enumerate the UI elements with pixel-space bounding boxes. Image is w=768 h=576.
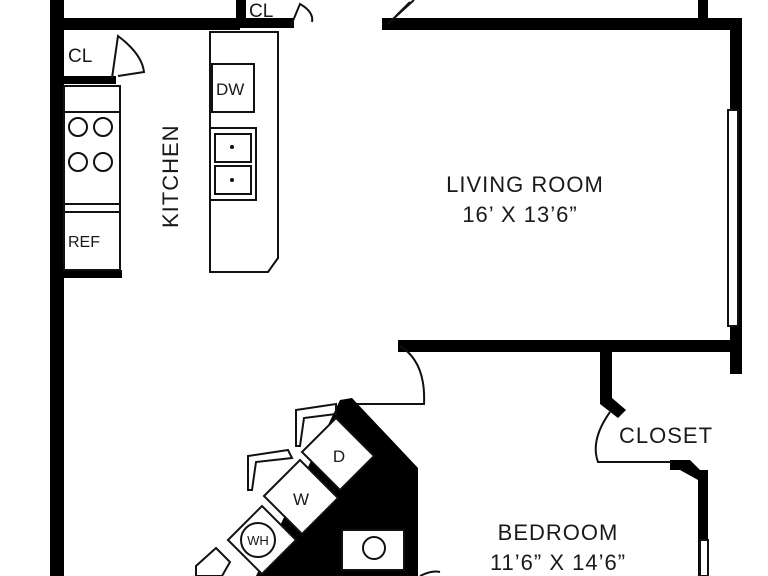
laundry-step — [195, 546, 232, 576]
water-heater — [240, 522, 276, 558]
door-top-entry — [387, 0, 415, 25]
stove — [63, 111, 121, 205]
door-closet-left — [111, 34, 146, 79]
closet-bottom-wall — [670, 460, 704, 480]
laundry-wall-outline-2 — [247, 448, 294, 491]
bedroom-top-wall — [398, 340, 736, 352]
bath-sink — [341, 529, 405, 571]
closet-left-label: CL — [68, 46, 92, 67]
refrigerator-label: REF — [68, 234, 100, 251]
door-bedroom-bottom — [419, 570, 441, 576]
living-room-size: 16’ X 13’6” — [462, 202, 577, 227]
bath-sink-basin — [362, 536, 386, 560]
kitchen-bottom-wall — [50, 270, 122, 278]
washer — [262, 458, 340, 536]
burner-3 — [68, 152, 88, 172]
window-right — [727, 109, 739, 327]
closet-left-wall — [50, 76, 116, 84]
top-left-wall — [50, 18, 240, 30]
refrigerator — [63, 211, 121, 271]
water-heater-box — [226, 504, 298, 576]
burner-1 — [68, 117, 88, 137]
closet-wall — [600, 352, 626, 418]
closet-top-label: CL — [249, 1, 273, 22]
left-exterior-wall — [50, 0, 64, 576]
sink-drain-2 — [230, 178, 234, 182]
laundry-wall-outline — [295, 402, 337, 447]
closet-top-wall — [236, 18, 294, 28]
kitchen-label: KITCHEN — [158, 124, 183, 228]
bedroom-size: 11’6” X 14’6” — [490, 550, 626, 575]
dishwasher-label: DW — [216, 80, 244, 99]
top-right-stub — [698, 0, 708, 24]
dryer — [300, 416, 376, 492]
living-room-name: LIVING ROOM — [446, 172, 604, 197]
top-right-wall — [382, 18, 742, 30]
window-bedroom — [699, 539, 709, 576]
door-closet — [594, 411, 672, 463]
closet-label: CLOSET — [619, 423, 713, 448]
sink-drain-1 — [230, 145, 234, 149]
bedroom-right-wall — [698, 470, 708, 576]
sink-basin-2 — [214, 165, 252, 195]
dryer-label: D — [333, 447, 345, 466]
dishwasher — [211, 63, 255, 113]
burner-4 — [93, 152, 113, 172]
closet-top-jamb — [236, 0, 246, 28]
washer-label: W — [293, 490, 309, 509]
water-heater-label: WH — [247, 533, 269, 548]
burner-2 — [93, 117, 113, 137]
door-closet-top — [289, 2, 314, 29]
door-bedroom — [352, 345, 426, 405]
bedroom-name: BEDROOM — [498, 520, 619, 545]
bottom-left-stub — [54, 570, 64, 576]
